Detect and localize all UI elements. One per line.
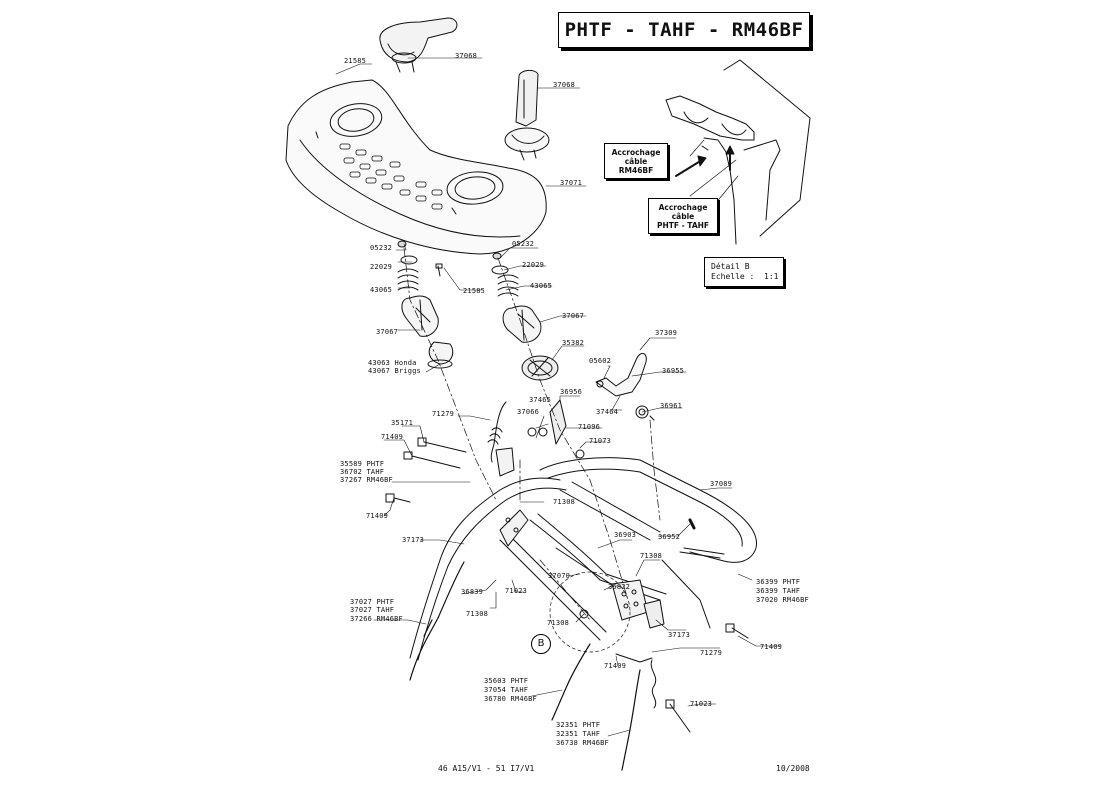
part-label: 36822: [608, 583, 631, 591]
part-label: 43065: [370, 286, 393, 294]
drawing-date: 10/2008: [776, 764, 810, 773]
part-label: 71308: [553, 498, 576, 506]
part-label: 05232: [370, 244, 393, 252]
callout-phtf-line1: Accrochage: [658, 202, 708, 212]
callout-rm46bf-line1: Accrochage: [611, 147, 661, 157]
part-label: 36399 PHTF: [756, 578, 801, 586]
part-label: 36399 TAHF: [756, 587, 801, 595]
part-label: 37066: [517, 408, 540, 416]
page-title: PHTF - TAHF - RM46BF: [564, 19, 804, 41]
part-label: 37027 TAHF: [350, 606, 395, 614]
part-label: 71073: [589, 437, 612, 445]
part-label: 37067: [562, 312, 585, 320]
part-label: 71023: [505, 587, 528, 595]
part-label: 37267 RM46BF: [340, 476, 393, 484]
callout-rm46bf-box: Accrochage câble RM46BF: [604, 143, 668, 179]
part-label: 36702 TAHF: [340, 468, 385, 476]
part-label: 71096: [578, 423, 601, 431]
detail-scale-box: Détail B Echelle : 1:1: [704, 257, 784, 287]
part-label: 37309: [655, 329, 678, 337]
title-frame: PHTF - TAHF - RM46BF: [558, 12, 810, 48]
part-label: 35382: [562, 339, 585, 347]
part-label: 32351 TAHF: [556, 730, 601, 738]
part-label: 71279: [432, 410, 455, 418]
part-label: 43063 Honda: [368, 359, 417, 367]
part-label: 36952: [658, 533, 681, 541]
part-label: 71308: [466, 610, 489, 618]
part-label: 37027 PHTF: [350, 598, 395, 606]
part-label: 36780 RM46BF: [484, 695, 537, 703]
part-label: 37068: [553, 81, 576, 89]
part-label: 71308: [547, 619, 570, 627]
part-label: 37465: [529, 396, 552, 404]
cable-drawing: [409, 561, 641, 771]
part-label: 37071: [560, 179, 583, 187]
part-label: 35589 PHTF: [340, 460, 385, 468]
part-label: 36956: [560, 388, 583, 396]
callout-rm46bf-line3: RM46BF: [618, 165, 654, 175]
detail-b-marker: B: [531, 634, 551, 654]
part-label: 21585: [463, 287, 486, 295]
callout-phtf-line2: câble: [671, 211, 695, 221]
scale-label: Echelle :: [711, 272, 755, 281]
part-label: 37054 TAHF: [484, 686, 529, 694]
part-label: 71409: [760, 643, 783, 651]
part-label: 37070: [548, 572, 571, 580]
knob-handle-right-drawing: [504, 69, 550, 161]
part-label: 37020 RM46BF: [756, 596, 809, 604]
part-label: 32351 PHTF: [556, 721, 601, 729]
right-spring-stack-drawing: [491, 252, 559, 381]
part-label: 36903: [614, 531, 637, 539]
detail-b-circle: [549, 571, 631, 653]
part-label: 37068: [455, 52, 478, 60]
part-label: 43067 Briggs: [368, 367, 421, 375]
lever-bracket-drawing: [527, 353, 655, 459]
part-label: 71409: [604, 662, 627, 670]
part-label: 36738 RM46BF: [556, 739, 609, 747]
handle-console-drawing: [285, 79, 547, 255]
part-label: 05602: [589, 357, 612, 365]
knob-handle-left-drawing: [379, 17, 458, 73]
part-label: 36839: [461, 588, 484, 596]
detail-b-hook-drawing: [665, 59, 811, 245]
left-lever-drawing: [385, 401, 515, 503]
part-label: 05232: [512, 240, 535, 248]
part-label: 37067: [376, 328, 399, 336]
part-label: 37266 RM46BF: [350, 615, 403, 623]
scale-value: 1:1: [764, 272, 779, 281]
part-label: 37173: [402, 536, 425, 544]
handle-frame-drawing: [409, 457, 757, 661]
part-label: 71279: [700, 649, 723, 657]
part-label: 21585: [344, 57, 367, 65]
part-label: 71023: [690, 700, 713, 708]
part-label: 37464: [596, 408, 619, 416]
part-label: 35603 PHTF: [484, 677, 529, 685]
callout-phtf-line3: PHTF - TAHF: [656, 220, 710, 230]
part-label: 71308: [640, 552, 663, 560]
part-label: 22029: [370, 263, 393, 271]
part-label: 36955: [662, 367, 685, 375]
leader-lines: [335, 57, 781, 737]
part-label: 35171: [391, 419, 414, 427]
lower-bracket-drawing: [579, 579, 749, 733]
part-label: 22029: [522, 261, 545, 269]
part-label: 71409: [366, 512, 389, 520]
drawing-reference: 46 A15/V1 - 51 I7/V1: [438, 764, 535, 773]
construction-lines: [403, 247, 661, 621]
part-label: 71409: [381, 433, 404, 441]
left-spring-stack-drawing: [397, 240, 454, 369]
callout-rm46bf-line2: câble: [624, 156, 648, 166]
detail-label: Détail B: [711, 262, 750, 271]
part-label: 37173: [668, 631, 691, 639]
part-label: 37089: [710, 480, 733, 488]
part-label: 36961: [660, 402, 683, 410]
callout-phtf-box: Accrochage câble PHTF - TAHF: [648, 198, 718, 234]
part-label: 43065: [530, 282, 553, 290]
